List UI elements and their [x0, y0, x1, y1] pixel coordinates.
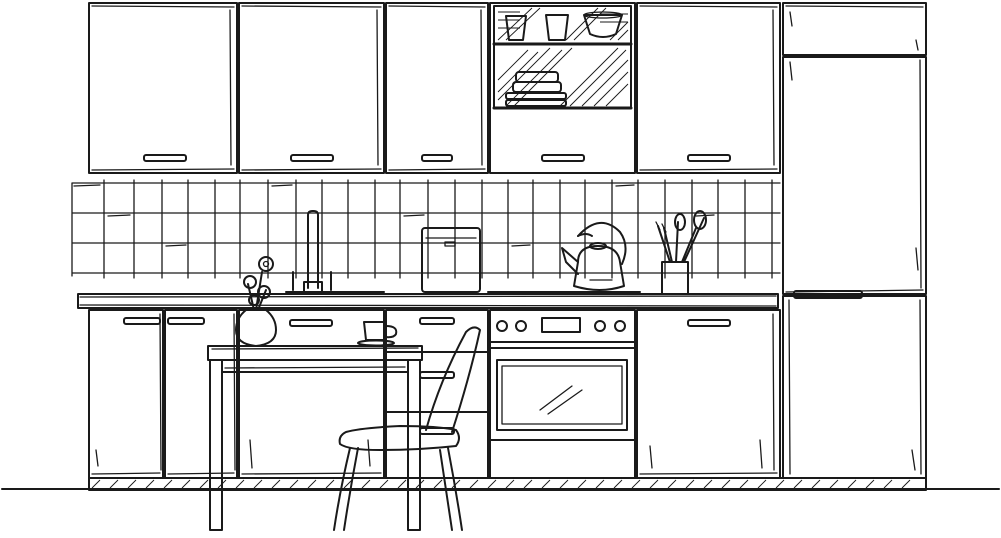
base-cabinet-6 [636, 309, 781, 479]
kettle-icon [561, 222, 627, 291]
cabinet-handle [123, 317, 161, 325]
base-cabinets [88, 309, 781, 479]
fridge-top-cabinet [782, 2, 927, 56]
chair [333, 326, 481, 531]
cabinet-handle [541, 154, 585, 162]
upper-cabinet-1 [88, 2, 238, 174]
fridge-lower-door [782, 295, 927, 479]
oven-knob [594, 320, 606, 332]
oven-knob [614, 320, 626, 332]
oven-body [489, 309, 636, 479]
drawer-handle [419, 317, 455, 325]
cabinet-handle [687, 319, 731, 327]
upper-cabinet-2 [238, 2, 385, 174]
cabinet-handle [143, 154, 187, 162]
dining-table [207, 345, 423, 531]
open-shelf-cabinet [489, 2, 636, 174]
faucet-icon [285, 210, 385, 293]
upper-cabinets [88, 2, 781, 174]
oven-knob [515, 320, 527, 332]
utensil-holder-icon [655, 210, 707, 295]
base-cabinet-1 [88, 309, 164, 479]
base-cabinet-3 [238, 309, 385, 479]
countertop [77, 293, 779, 309]
upper-cabinet-5 [636, 2, 781, 174]
oven-knob [496, 320, 508, 332]
fridge-handle [793, 290, 863, 299]
refrigerator [782, 2, 927, 479]
drawer-handle [419, 371, 455, 379]
oven-display [541, 317, 581, 333]
oven [489, 309, 636, 479]
shelf-cups [505, 11, 623, 41]
fridge-upper-door [782, 56, 927, 295]
upper-cabinet-3 [385, 2, 489, 174]
base-cabinet-2 [164, 309, 238, 479]
cabinet-handle [289, 319, 333, 327]
oven-window [496, 359, 628, 431]
shelf-shadow-hatching [497, 7, 629, 107]
table-leg [209, 359, 223, 531]
cabinet-handle [421, 154, 453, 162]
chair-seat [338, 425, 460, 451]
cabinet-handle [687, 154, 731, 162]
counter-surface [77, 293, 779, 309]
flower-vase-icon [235, 256, 277, 347]
shelf-dishes [505, 71, 567, 107]
chair-back [425, 326, 481, 433]
cabinet-handle [290, 154, 334, 162]
bread-box-icon [421, 227, 481, 293]
table-apron [221, 359, 409, 373]
table-leg [407, 359, 421, 531]
floor [1, 477, 1000, 491]
cabinet-handle [167, 317, 205, 325]
cup-icon [357, 321, 398, 347]
